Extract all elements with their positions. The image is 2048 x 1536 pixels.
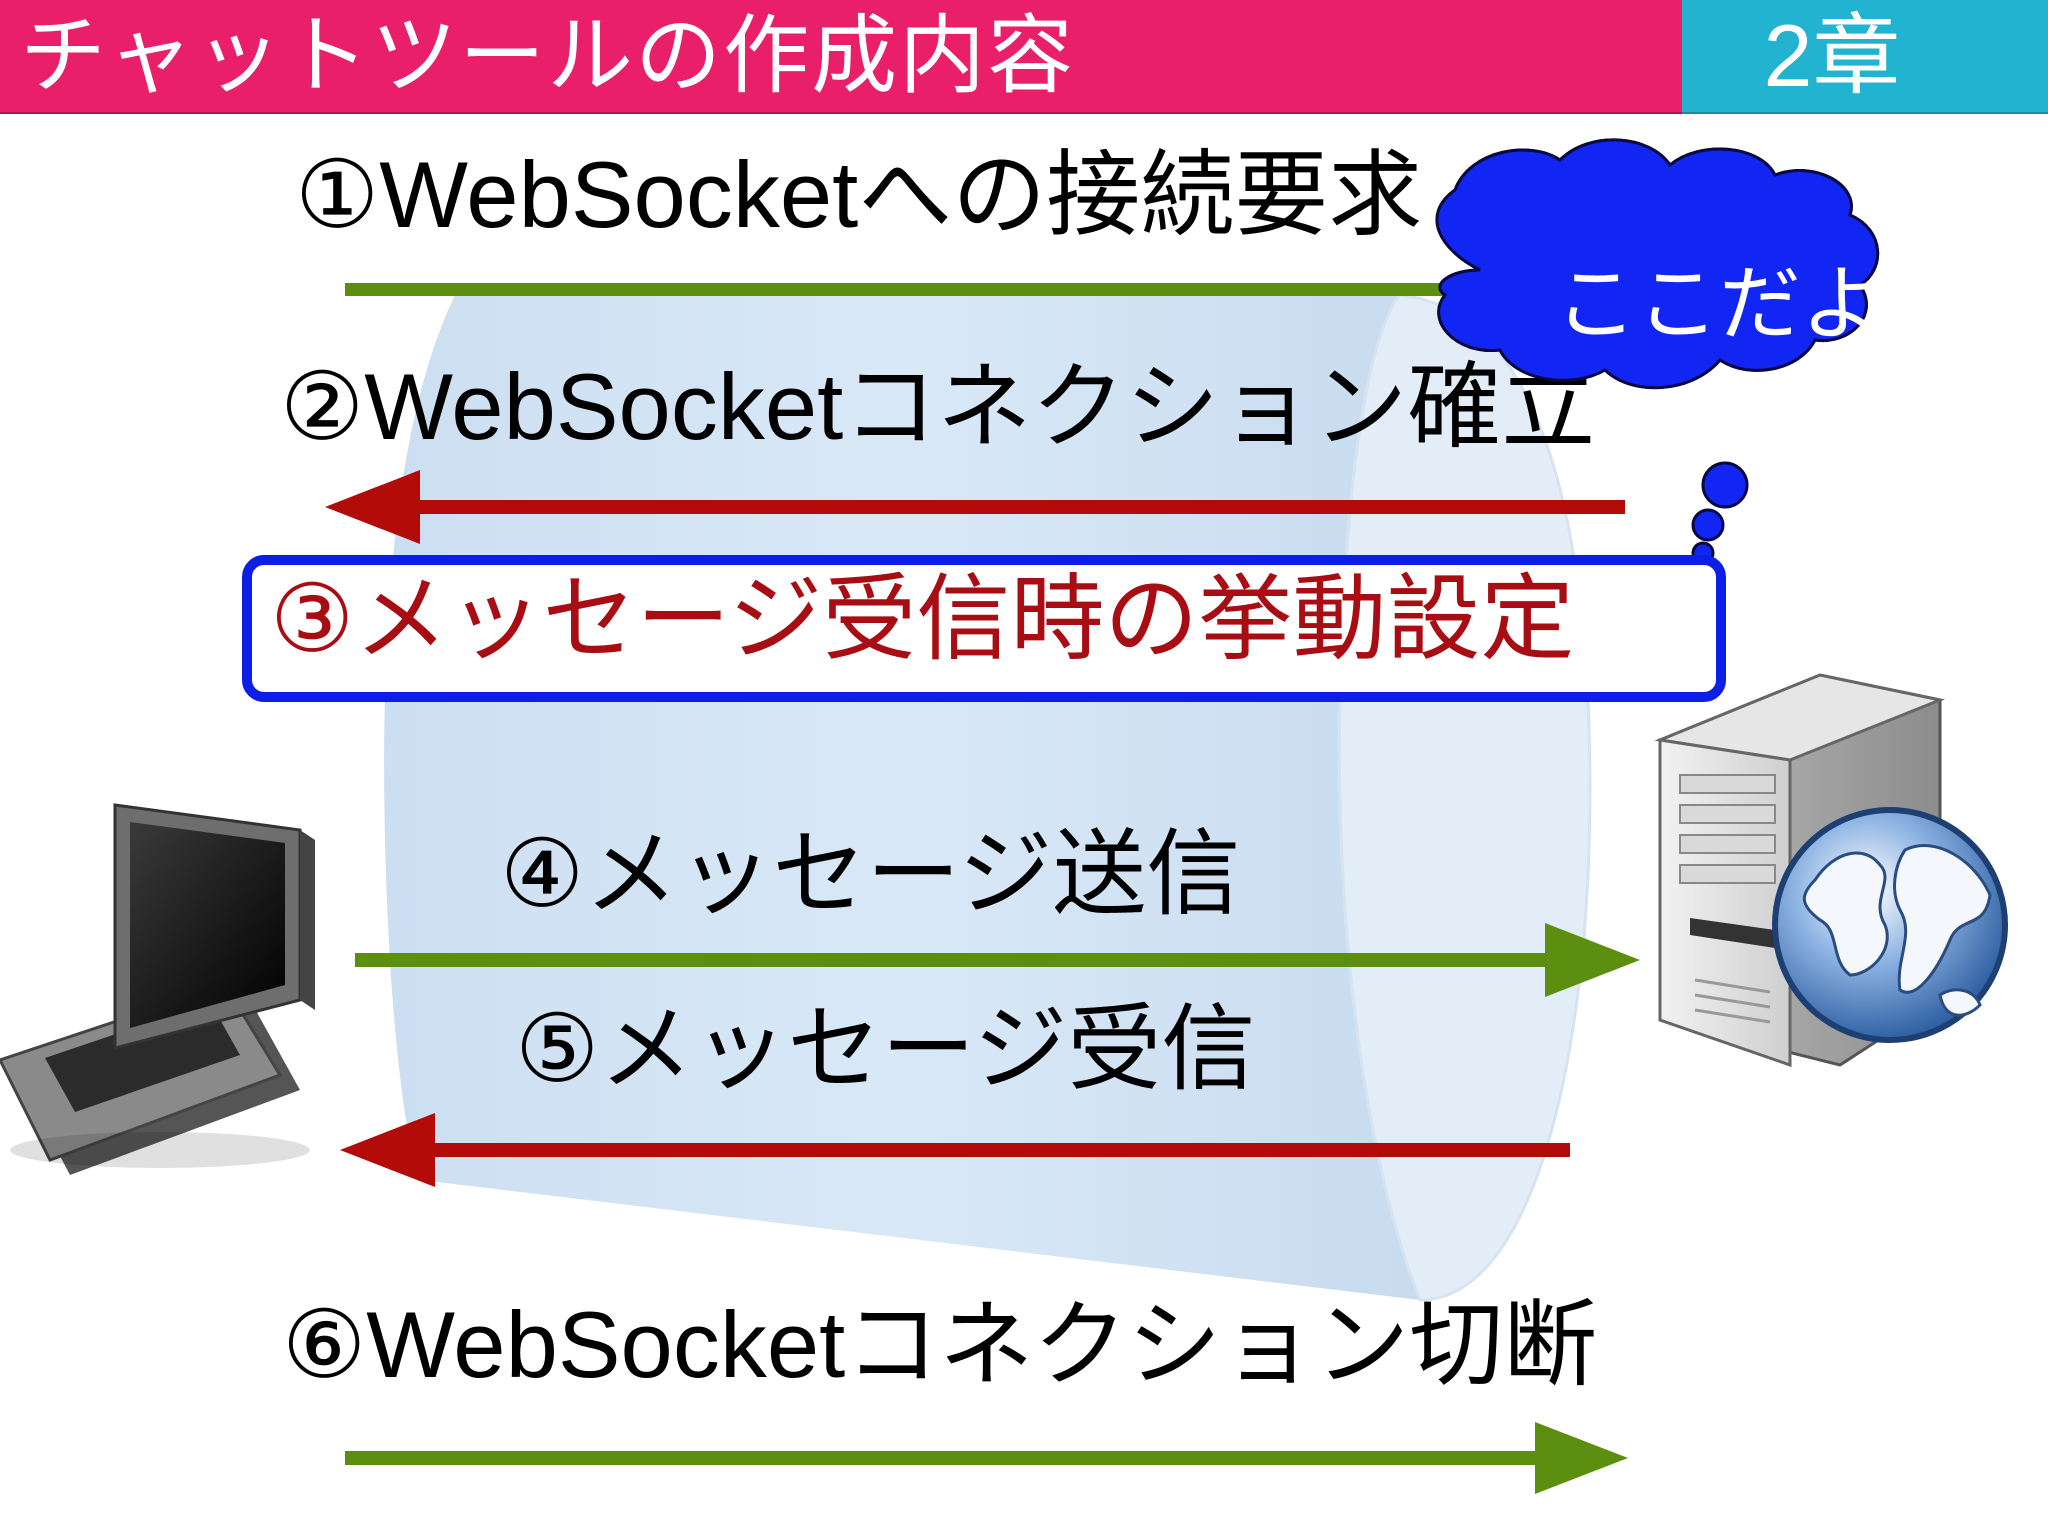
chapter-badge: 2章 xyxy=(1682,0,2048,114)
step-4-label: ④メッセージ送信 xyxy=(500,820,1241,929)
step-5-label: ⑤メッセージ受信 xyxy=(515,995,1256,1104)
arrow-step-2 xyxy=(325,470,1625,544)
step-2-label: ②WebSocketコネクション確立 xyxy=(280,354,1596,459)
chapter-label: 2章 xyxy=(1763,6,1901,105)
arrow-step-5 xyxy=(340,1113,1570,1187)
arrow-step-4 xyxy=(355,923,1640,997)
callout-text: ここだよ xyxy=(1555,257,1884,352)
step-1-label: ①WebSocketへの接続要求 xyxy=(295,142,1423,247)
websocket-tunnel xyxy=(384,293,1592,1302)
step-3-label: ③メッセージ受信時の挙動設定 xyxy=(270,565,1575,674)
arrow-step-6 xyxy=(345,1422,1628,1494)
title-bar: チャットツールの作成内容 xyxy=(0,0,1682,114)
arrow-step-1 xyxy=(345,283,1445,296)
step-6-label: ⑥WebSocketコネクション切断 xyxy=(282,1292,1598,1397)
slide-title: チャットツールの作成内容 xyxy=(20,6,1076,106)
laptop-icon xyxy=(0,803,315,1175)
step-3-highlight xyxy=(242,555,1726,702)
web-server-icon xyxy=(1654,673,2008,1068)
